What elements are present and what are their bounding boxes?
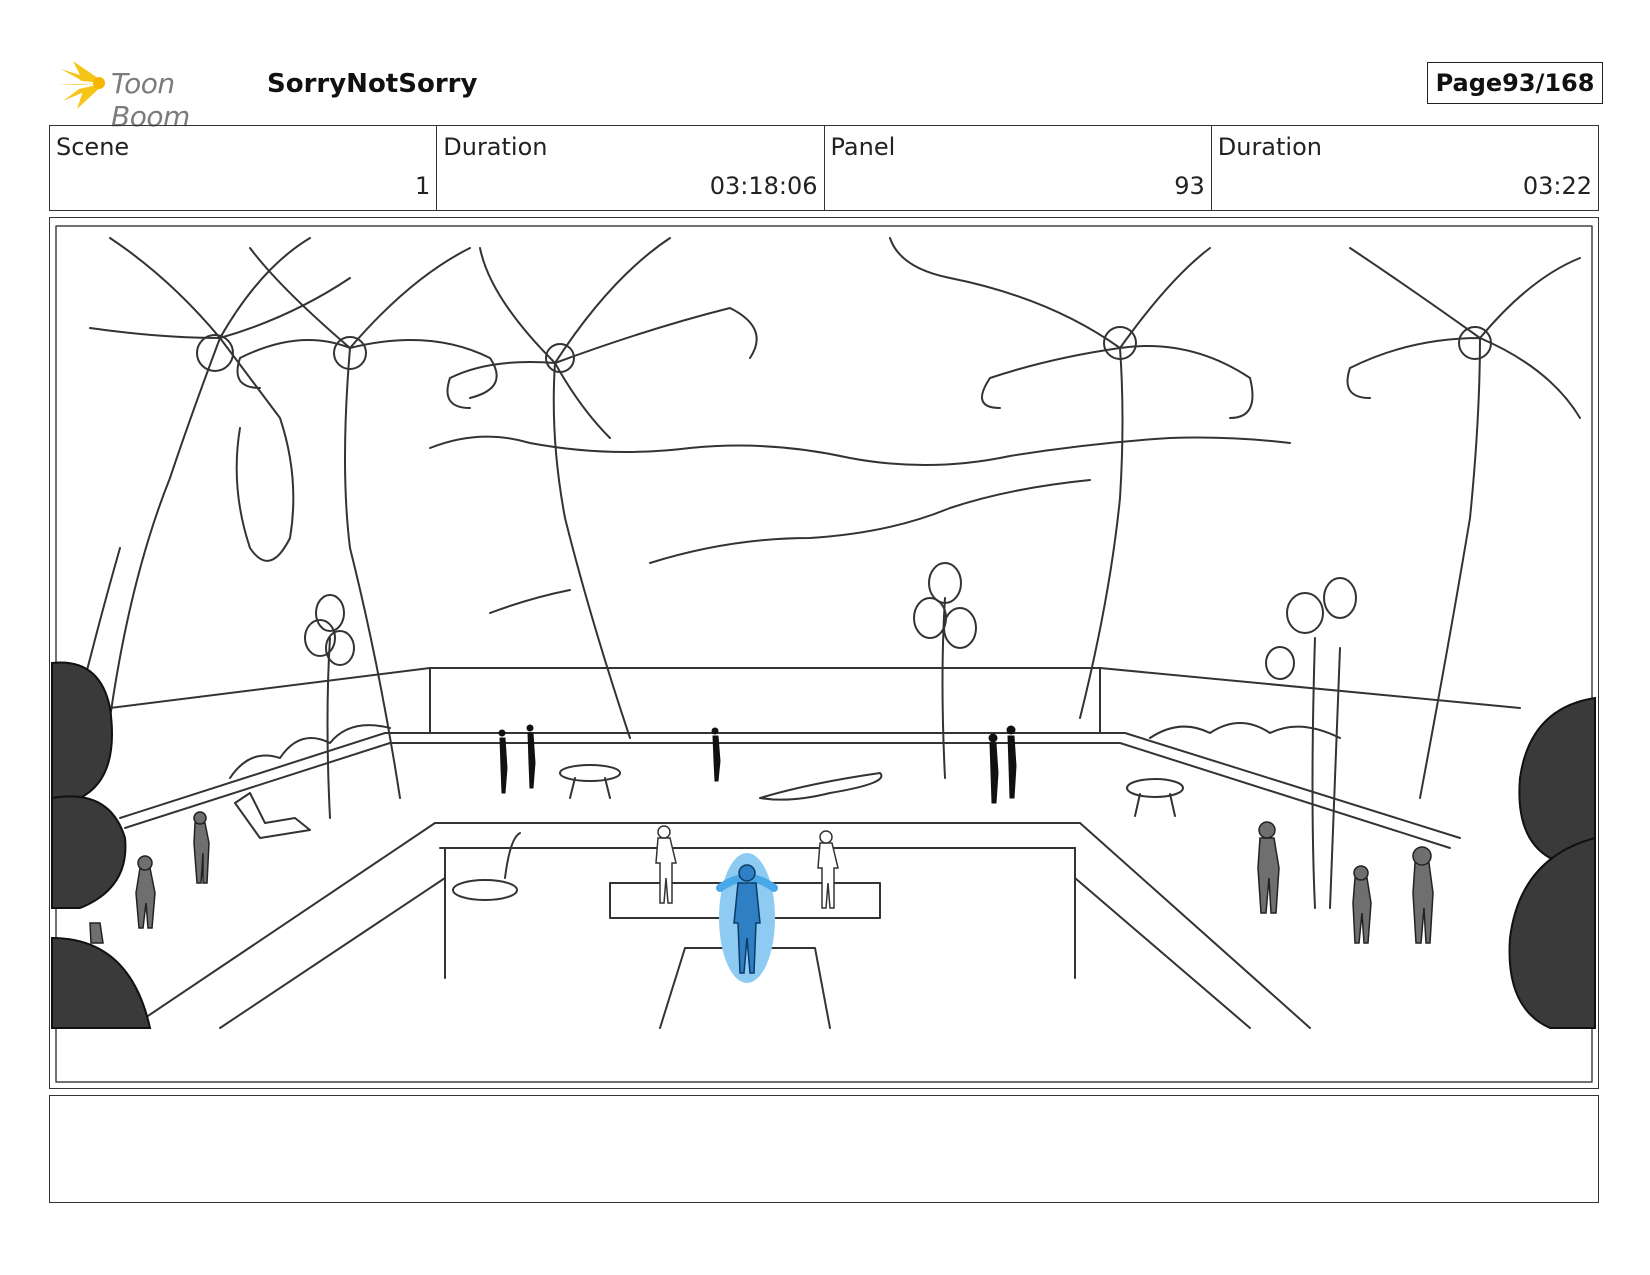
- panel-duration-cell: Duration 03:22: [1212, 126, 1598, 210]
- palm-trunk-far-right: [1419, 337, 1481, 799]
- page-label: Page: [1435, 69, 1503, 97]
- scene-label: Scene: [56, 133, 130, 161]
- palm-fronds-2: [236, 247, 498, 399]
- panel-duration-label: Duration: [1217, 133, 1322, 161]
- panel-cell: Panel 93: [825, 126, 1212, 210]
- page-indicator: Page 93/168: [1427, 62, 1603, 104]
- pool-right-edge: [1079, 822, 1311, 1029]
- hill-line-3: [489, 589, 571, 614]
- star-burst-icon: [57, 61, 105, 109]
- panel-value: 93: [1174, 172, 1205, 200]
- highlighted-character: [716, 853, 778, 983]
- lounge-chair: [234, 792, 311, 839]
- dark-bushes: [51, 661, 1596, 1029]
- hedge-right: [1149, 722, 1341, 739]
- panel-label: Panel: [830, 133, 896, 161]
- small-palm-center: [941, 597, 946, 779]
- patio-table-1: [559, 764, 621, 782]
- lounge-cushion: [759, 772, 883, 801]
- toon-boom-logo: Toon Boom: [55, 55, 255, 133]
- wall-bottom: [124, 742, 1451, 849]
- panel-info-table: Scene 1 Duration 03:18:06 Panel 93 Durat…: [49, 125, 1599, 211]
- palm-trunk-right: [1079, 347, 1124, 719]
- coconut-left: [196, 334, 234, 372]
- hill-line-2: [649, 479, 1091, 564]
- wall-top: [119, 732, 1461, 839]
- people-platform: [655, 825, 839, 909]
- diving-platform: [609, 882, 881, 919]
- palm-fronds-center: [446, 237, 758, 439]
- pool-left-edge: [129, 822, 436, 1029]
- palm-fronds-left: [89, 237, 351, 562]
- palm-fronds-right: [889, 237, 1254, 419]
- small-palm-left: [326, 637, 331, 819]
- notes-box: [49, 1095, 1599, 1203]
- hedge-left: [229, 724, 391, 779]
- project-title: SorryNotSorry: [267, 69, 478, 99]
- scene-cell: Scene 1: [50, 126, 438, 210]
- sketch-drawing: [51, 225, 1596, 1083]
- palm-trunk-2: [344, 347, 401, 799]
- people-far: [498, 724, 1017, 804]
- pool-float: [452, 879, 518, 901]
- page-header: Toon Boom SorryNotSorry Page 93/168: [55, 55, 1615, 133]
- people-grey: [89, 811, 1434, 944]
- hill-line-1: [429, 435, 1291, 467]
- scene-duration-value: 03:18:06: [709, 172, 818, 200]
- logo-text: Toon Boom: [111, 67, 190, 133]
- scene-value: 1: [414, 172, 431, 200]
- inner-frame: [55, 225, 1593, 1083]
- storyboard-panel: [49, 217, 1599, 1089]
- palm-fronds-far-right: [1346, 247, 1581, 419]
- scene-duration-cell: Duration 03:18:06: [437, 126, 825, 210]
- railing-top: [109, 667, 1521, 709]
- page-number: 93/168: [1502, 69, 1595, 97]
- small-palm-right: [1311, 637, 1341, 909]
- palm-trunk-center: [552, 362, 631, 739]
- palm-trunk-left: [109, 337, 221, 719]
- scene-duration-label: Duration: [443, 133, 548, 161]
- patio-table-2: [1126, 778, 1184, 798]
- panel-duration-value: 03:22: [1522, 172, 1592, 200]
